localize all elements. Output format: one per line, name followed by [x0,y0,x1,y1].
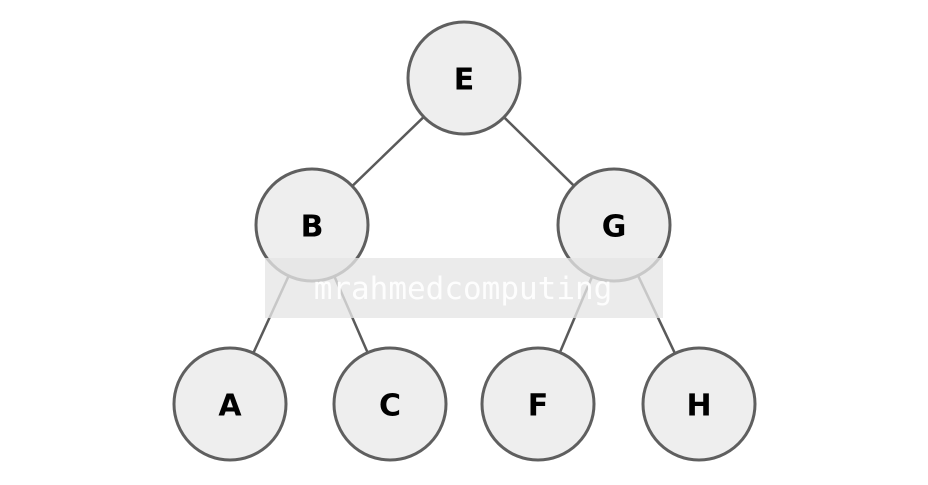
tree-node-c: C [332,346,448,462]
tree-node-e: E [406,20,522,136]
tree-node-b: B [254,167,370,283]
edge-e-b [351,116,425,187]
node-circle-a [172,346,288,462]
watermark-text: mrahmedcomputing [314,271,613,307]
node-label-e: E [454,63,475,98]
watermark: mrahmedcomputing [265,258,663,318]
tree-nodes: E B G A C F H [172,20,757,462]
node-label-a: A [218,389,242,424]
node-label-b: B [301,210,324,245]
node-label-c: C [379,389,401,424]
node-label-f: F [528,389,549,424]
tree-node-f: F [480,346,596,462]
tree-node-h: H [641,346,757,462]
edge-e-g [503,116,575,187]
node-circle-h [641,346,757,462]
node-label-g: G [602,210,627,245]
node-circle-e [406,20,522,136]
node-label-h: H [686,389,711,424]
node-circle-c [332,346,448,462]
tree-node-a: A [172,346,288,462]
watermark-background [265,258,663,318]
node-circle-f [480,346,596,462]
